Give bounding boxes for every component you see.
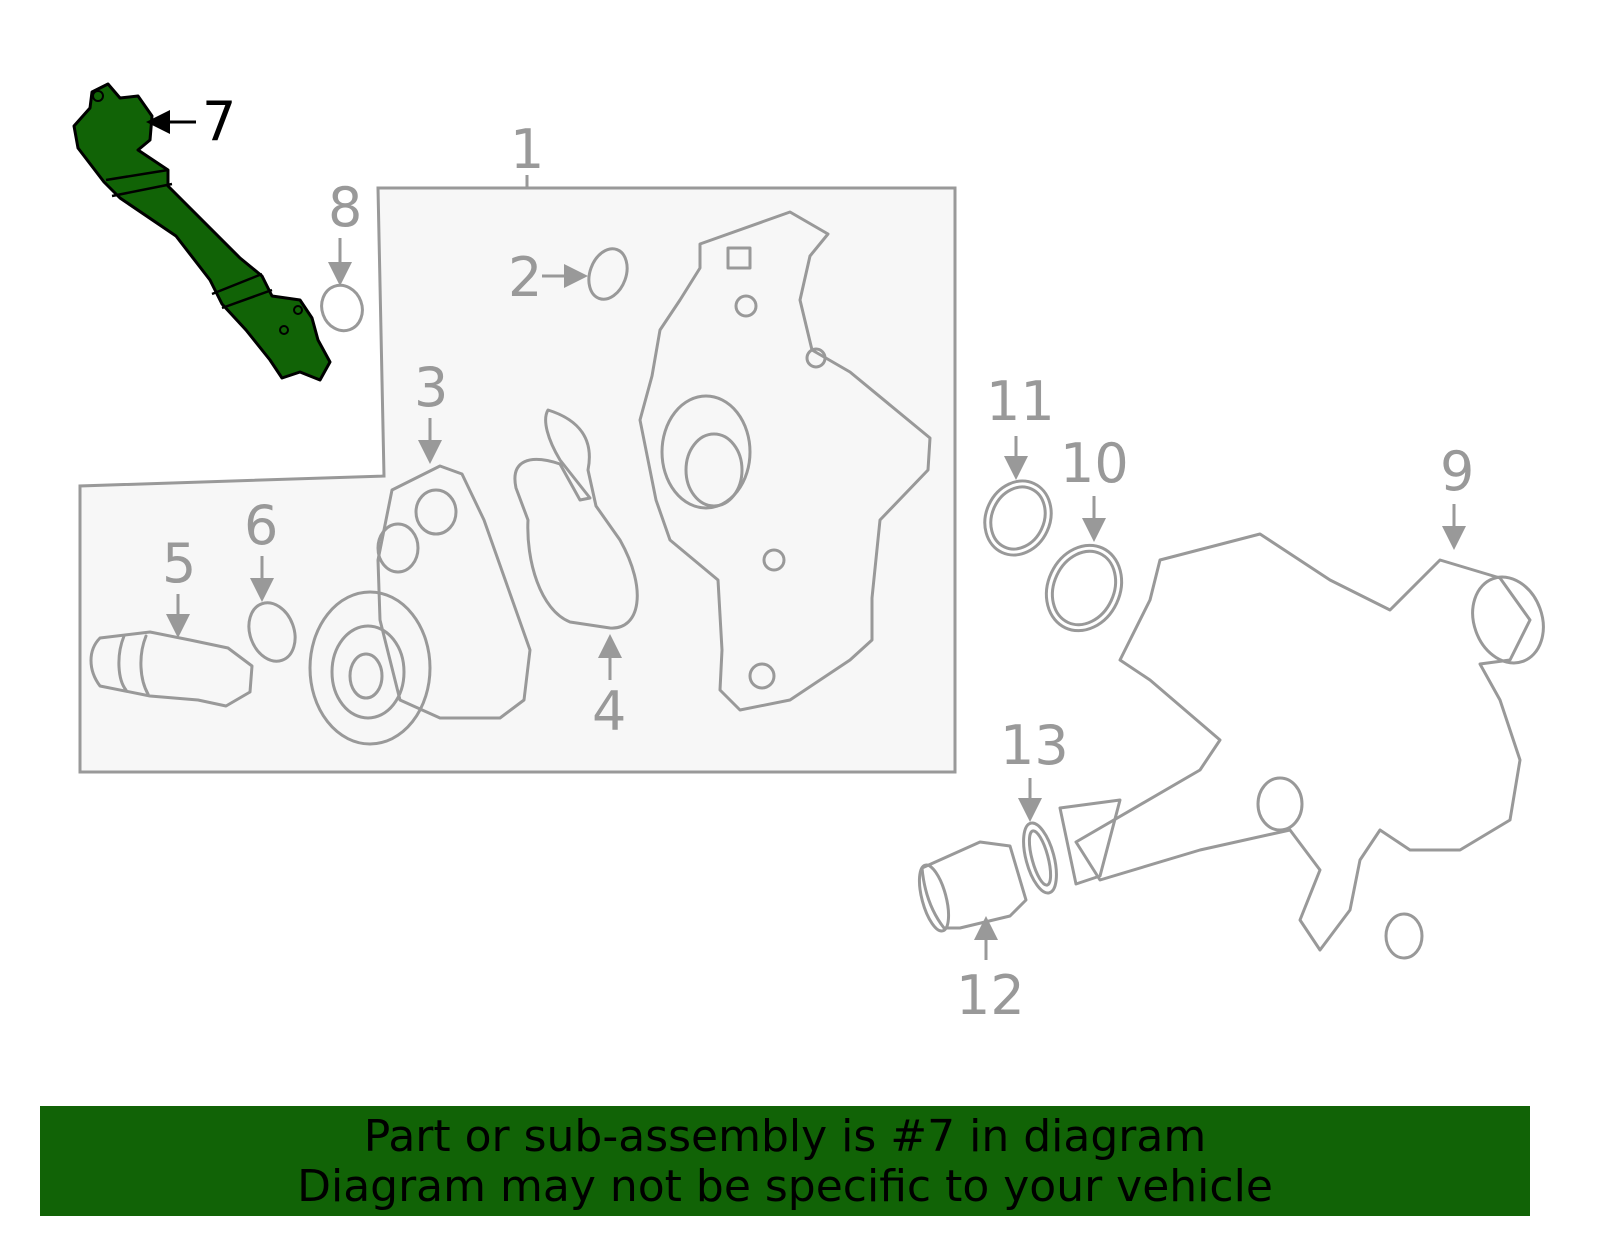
banner-line-2: Diagram may not be specific to your vehi… [297,1161,1273,1212]
part-11-seal-ring[interactable] [973,470,1063,566]
part-10-seal-ring[interactable] [1033,533,1135,643]
part-4-gasket[interactable] [513,408,639,630]
part-9-thermostat-housing[interactable] [1058,532,1555,960]
part-8-o-ring[interactable] [315,280,368,337]
callout-8[interactable]: 8 [328,176,362,239]
callout-3[interactable]: 3 [414,356,448,419]
part-5-thermostat-connector[interactable] [89,630,254,708]
assembly-group-box [78,186,957,774]
callout-2[interactable]: 2 [508,246,542,309]
part-12-pipe-connector[interactable] [914,840,1028,934]
callout-10[interactable]: 10 [1060,432,1129,495]
part-7-hose[interactable] [72,82,332,382]
callout-13[interactable]: 13 [1000,714,1069,777]
part-1-housing[interactable] [638,210,932,712]
callout-4[interactable]: 4 [592,680,626,743]
banner-line-1: Part or sub-assembly is #7 in diagram [363,1111,1207,1162]
callout-12[interactable]: 12 [956,964,1025,1027]
part-2-o-ring[interactable] [582,243,634,304]
callout-6[interactable]: 6 [244,494,278,557]
callout-11[interactable]: 11 [986,370,1055,433]
info-banner: Part or sub-assembly is #7 in diagram Di… [40,1106,1530,1216]
part-13-o-ring[interactable] [1017,820,1063,897]
callout-7[interactable]: 7 [202,90,236,153]
parts-diagram: 7 8 1 2 3 4 5 6 11 [72,82,1555,1027]
part-6-o-ring[interactable] [241,596,303,667]
callout-1[interactable]: 1 [510,118,544,181]
callout-9[interactable]: 9 [1440,440,1474,503]
part-3-water-pump[interactable] [308,464,532,746]
callout-5[interactable]: 5 [162,532,196,595]
